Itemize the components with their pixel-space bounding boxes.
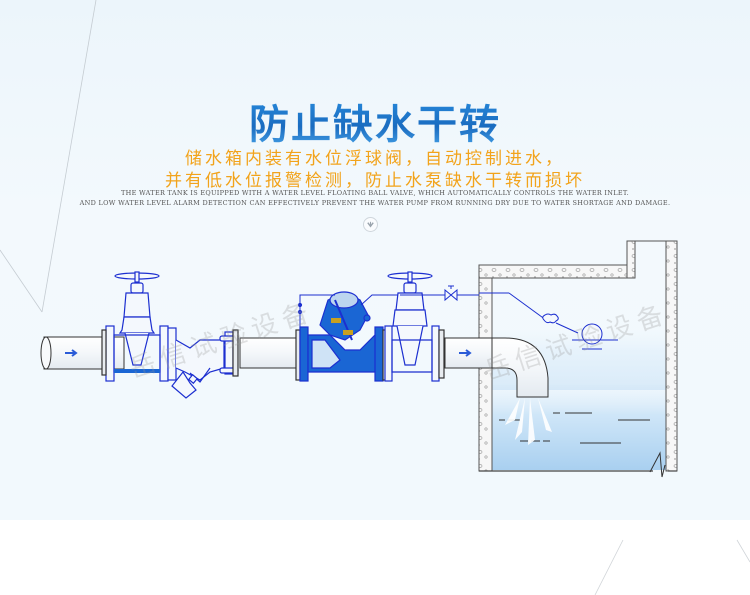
float-control-valve (295, 291, 400, 382)
float-ball-linkage (479, 292, 618, 350)
needle-valve (400, 285, 479, 302)
flow-arrow-outlet (459, 349, 472, 357)
english-description-line-1: THE WATER TANK IS EQUIPPED WITH A WATER … (121, 189, 629, 197)
scroll-down-button[interactable] (363, 217, 378, 232)
subtitle-line-2: 并有低水位报警检测，防止水泵缺水干转而损坏 (165, 171, 585, 191)
y-strainer (167, 327, 239, 399)
flow-arrow-inlet (65, 349, 78, 357)
water-supply-diagram (40, 240, 678, 478)
subtitle-line-1: 储水箱内装有水位浮球阀，自动控制进水， (185, 149, 565, 169)
english-description-line-2: AND LOW WATER LEVEL ALARM DETECTION CAN … (79, 199, 671, 207)
gate-valve-1 (101, 271, 169, 382)
page-title: 防止缺水干转 (0, 92, 750, 150)
gate-valve-2 (384, 271, 445, 382)
chevron-down-icon (367, 221, 374, 228)
